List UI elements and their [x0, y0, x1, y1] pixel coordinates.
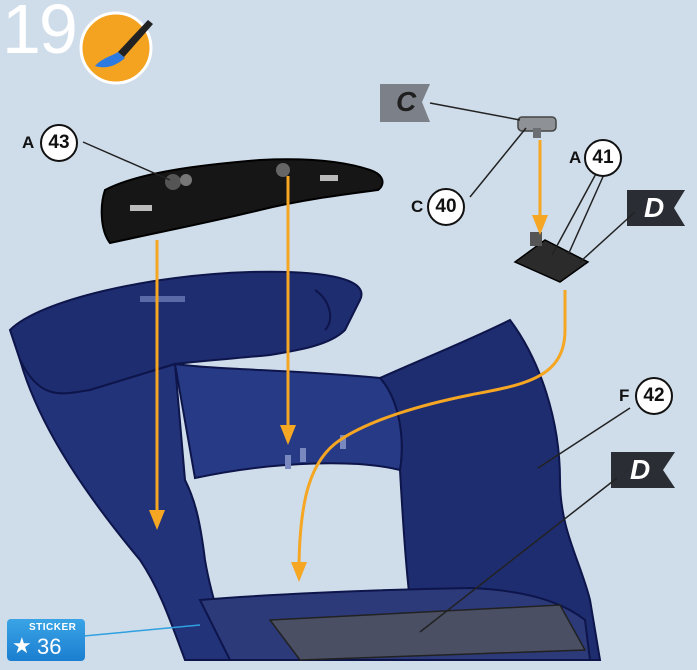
callout-letter: C — [411, 197, 423, 217]
part-40 — [518, 117, 556, 138]
part-41 — [515, 232, 588, 282]
callout-part-42: 42 — [635, 377, 673, 415]
car-body-part — [10, 272, 600, 660]
flag-c-label: C — [396, 88, 416, 116]
callout-part-41: 41 — [584, 139, 622, 177]
sticker-label: STICKER — [29, 622, 76, 633]
sticker-badge: STICKER ★ 36 — [7, 619, 85, 661]
callout-part-40: 40 — [427, 188, 465, 226]
spoiler-part — [102, 159, 383, 243]
flag-d-lower-label: D — [630, 456, 650, 484]
flag-d-upper-label: D — [644, 194, 664, 222]
callout-letter: F — [619, 386, 629, 406]
callout-letter: A — [22, 133, 34, 153]
paint-brush-icon — [81, 13, 153, 83]
star-icon: ★ — [12, 633, 32, 659]
step-number: 19 — [2, 0, 76, 64]
callout-part-43: 43 — [40, 124, 78, 162]
callout-letter: A — [569, 148, 581, 168]
sticker-number: 36 — [37, 634, 61, 660]
